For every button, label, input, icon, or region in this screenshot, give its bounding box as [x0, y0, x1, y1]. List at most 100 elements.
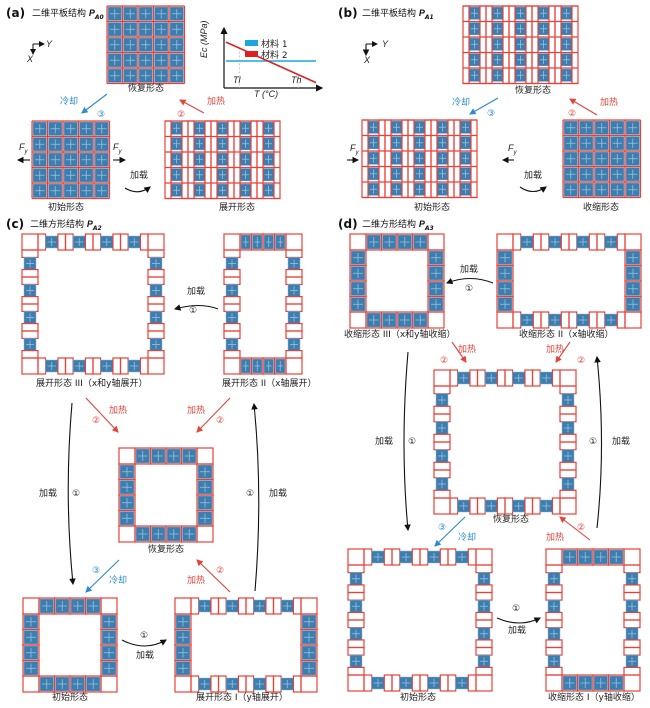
c-heat-left-arrow: [85, 397, 119, 433]
d-s1-corner: [623, 548, 641, 566]
c-cool-label: 冷却: [109, 576, 128, 586]
c-recovered-edge-frame: [118, 509, 136, 527]
panel-b-sub: A1: [424, 13, 434, 21]
c-s3-hinge: [147, 276, 165, 286]
c-recovered-caption: 恢复形态: [148, 545, 185, 555]
d-recovered-hinge: [504, 497, 514, 515]
c-s1-edge-frame: [300, 659, 318, 677]
c-recovered-corner: [118, 447, 136, 465]
c-step3: ③: [92, 566, 101, 576]
c-s3-hinge: [21, 330, 39, 340]
b-heat-label: 加热: [600, 98, 619, 108]
b-initial-open-col: [384, 119, 392, 199]
d-s1-edge-frame: [607, 674, 625, 692]
d-recovered-hinge: [559, 433, 577, 443]
c-s2-hinge: [285, 295, 303, 305]
b-step3: ③: [487, 109, 496, 119]
d-initial-hinge: [475, 591, 493, 601]
d-recovered-hinge: [559, 405, 577, 415]
c-load-left: 加载: [39, 489, 58, 499]
b-initial-open-col: [378, 119, 386, 199]
c-heat-left: 加热: [109, 406, 128, 416]
c-initial-edge-frame: [84, 675, 102, 693]
b-initial-open-col: [424, 119, 432, 199]
b-force-left: Fy: [350, 144, 359, 156]
b-recovered-open-col: [554, 5, 562, 85]
d-s2-hinge: [596, 233, 606, 251]
a-expanded-open-col: [256, 120, 264, 200]
c-s3-hinge: [147, 330, 165, 340]
b-contracted-caption: 收缩形态: [583, 203, 620, 213]
c-s2-hinge: [223, 349, 241, 359]
c-s1-hinge: [245, 597, 255, 615]
a-expanded-caption: 展开形态: [219, 203, 256, 213]
c-s2-corner: [285, 357, 303, 375]
panel-a-label: (a): [6, 6, 26, 20]
d-step1-bottom: ①: [512, 604, 521, 614]
d-recovered-hinge: [559, 489, 577, 499]
d-s1-hinge: [545, 584, 563, 594]
c-s2-hinge: [285, 349, 303, 359]
c-s3-hinge: [57, 233, 67, 251]
d-step2-bottom: ②: [577, 523, 586, 533]
b-initial-open-col: [470, 119, 478, 199]
d-recovered-hinge: [469, 369, 479, 387]
c-step2-left: ②: [92, 416, 101, 426]
a-load-label: 加载: [130, 171, 149, 181]
d-s1-hinge: [623, 646, 641, 656]
a-expanded-open-col: [250, 120, 258, 200]
d-load-bottom: 加载: [508, 626, 527, 636]
c-s3-hinge: [119, 233, 129, 251]
c-s1-hinge: [190, 675, 200, 693]
d-s2-corner: [624, 233, 642, 251]
d-recovered-hinge: [531, 369, 541, 387]
d-recovered-hinge: [433, 469, 451, 479]
chart-ylabel: Ec (MPa): [199, 20, 209, 58]
d-recovered-hinge: [531, 497, 541, 515]
a-expanded-open-col: [210, 120, 218, 200]
b-recovered-open-col: [485, 5, 493, 85]
d-s3-edge-frame: [411, 311, 429, 329]
c-s1-hinge: [210, 675, 220, 693]
panel-a-sub: A0: [94, 13, 104, 21]
c-s3-hinge: [119, 357, 129, 375]
c-s1-corner: [174, 597, 192, 615]
c-s3-hinge: [37, 233, 47, 251]
d-recovered-hinge: [469, 497, 479, 515]
a-heat-label: 加热: [207, 97, 226, 107]
a-axis-y: Y: [46, 39, 53, 49]
c-recovered-corner: [118, 525, 136, 543]
d-s2-hinge: [588, 233, 598, 251]
d-load-right: 加载: [612, 437, 631, 447]
a-expanded-open-col: [204, 120, 212, 200]
b-initial-open-col: [361, 119, 369, 199]
c-s3-hinge: [21, 349, 39, 359]
panel-a-title-text: 二维平板结构: [32, 9, 87, 19]
a-force-left-sym: F: [19, 142, 25, 152]
d-recovered-hinge: [496, 497, 506, 515]
d-s1-hinge: [545, 591, 563, 601]
c-s1-hinge: [272, 597, 282, 615]
d-initial-hinge: [347, 611, 365, 621]
c-s2-hinge: [223, 249, 241, 259]
b-recovered-open-col: [508, 5, 516, 85]
c-heat-right: 加热: [187, 406, 206, 416]
a-force-left-sub: y: [24, 148, 28, 155]
d-recovered-hinge: [559, 469, 577, 479]
d-step3: ③: [438, 523, 447, 533]
b-step2: ②: [568, 109, 577, 119]
d-s1-hinge: [545, 564, 563, 574]
b-initial-open-col: [447, 119, 455, 199]
d-initial-corner: [347, 548, 365, 566]
d-initial-hinge: [347, 619, 365, 629]
b-force-left-sym: F: [350, 143, 356, 153]
b-recovered-caption: 恢复形态: [515, 86, 552, 96]
legend-material2: 材料 2: [261, 51, 288, 61]
d-recovered-hinge: [449, 369, 459, 387]
d-s3-corner: [427, 233, 445, 251]
c-initial-corner: [100, 597, 118, 615]
a-cool-arrow: [81, 93, 108, 114]
c-s2-edge-frame: [273, 357, 287, 375]
panel-b-symbol: P: [418, 8, 425, 18]
